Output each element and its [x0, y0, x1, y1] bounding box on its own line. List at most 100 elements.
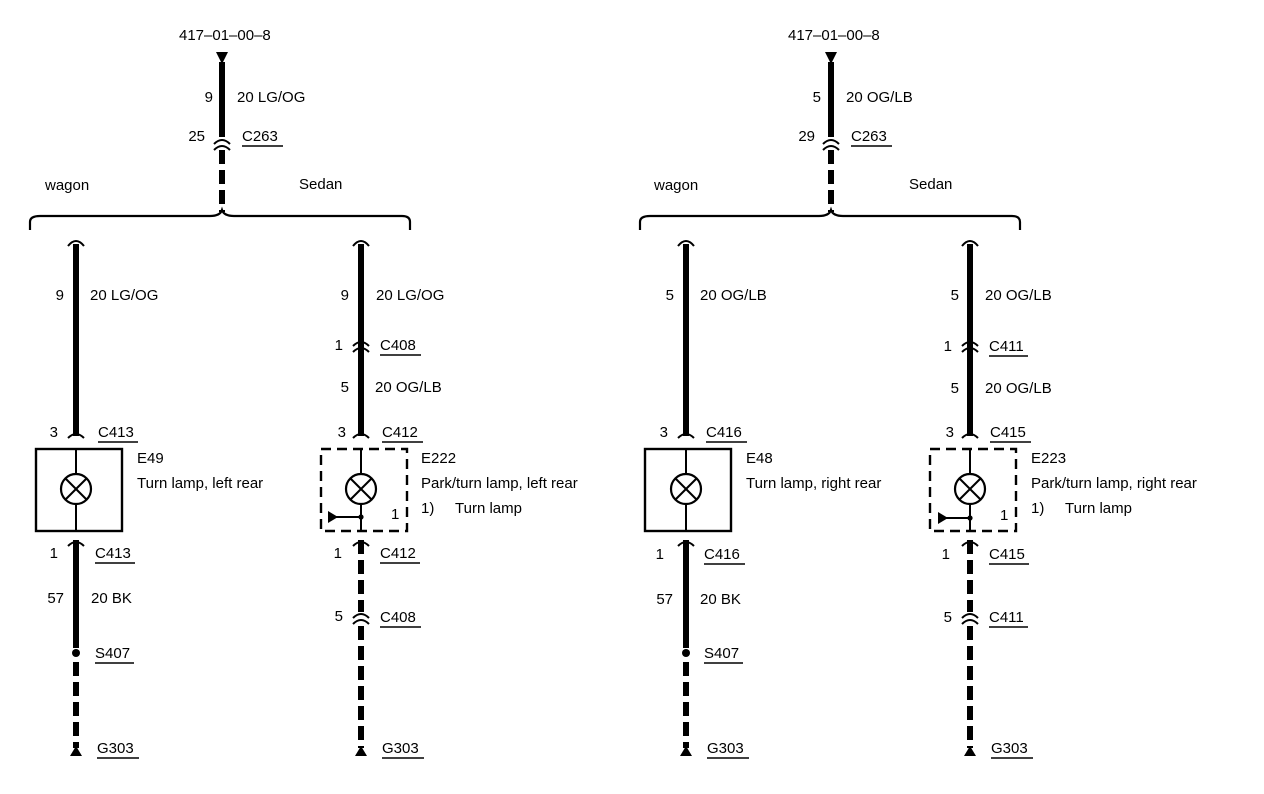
left-sedan-lamp-in-pin: 3 — [338, 424, 346, 441]
right-sedan-note-text: Turn lamp — [1065, 500, 1132, 517]
left-sedan-ground-symbol — [355, 746, 367, 756]
left-sedan-conn2-pin: 1 — [335, 337, 343, 354]
left-sedan-wire1-label: 20 LG/OG — [376, 287, 444, 304]
right-wagon-ground-symbol — [680, 746, 692, 756]
right-top-connector: C263 — [851, 128, 887, 145]
left-sedan-inner-pin: 1 — [391, 506, 399, 523]
right-wagon-ground: G303 — [707, 740, 744, 757]
left-wagon-lamp-icon — [59, 472, 93, 506]
right-top-conn-pin: 29 — [798, 128, 815, 145]
left-wagon-lamp-name: Turn lamp, left rear — [137, 475, 263, 492]
left-sedan-wire2-label: 20 OG/LB — [375, 379, 442, 396]
right-sedan-pin1: 5 — [951, 287, 959, 304]
left-source-ref: 417–01–00–8 — [179, 27, 271, 44]
left-sedan-pin1: 9 — [341, 287, 349, 304]
right-wagon-lamp-in-connector: C416 — [706, 424, 742, 441]
right-sedan-lamp-icon — [953, 472, 987, 506]
left-sedan-ground: G303 — [382, 740, 419, 757]
left-sedan-lamp-id: E222 — [421, 450, 456, 467]
right-source-arrow — [825, 52, 837, 64]
left-sedan-pin2: 5 — [341, 379, 349, 396]
right-sedan-lamp-id: E223 — [1031, 450, 1066, 467]
right-sedan-branch: 5 20 OG/LB 1 C411 5 20 OG/LB 3 C415 — [928, 240, 1197, 759]
right-top-connector-symbol — [822, 139, 840, 145]
left-wagon-lamp-out-connector: C413 — [95, 545, 131, 562]
left-sedan-lamp-out-pin: 1 — [334, 545, 342, 562]
right-wagon-lamp-id: E48 — [746, 450, 773, 467]
right-sedan-ground: G303 — [991, 740, 1028, 757]
left-top-conn-pin: 25 — [188, 128, 205, 145]
right-top-wire-label: 20 OG/LB — [846, 89, 913, 106]
right-wagon-branch: 5 20 OG/LB 3 C416 E48 Turn lamp, right r… — [643, 240, 881, 759]
left-sedan-branch: 9 20 LG/OG 1 C408 5 20 OG/LB 3 C412 — [319, 240, 578, 759]
right-wagon-wire1-label: 20 OG/LB — [700, 287, 767, 304]
right-wagon-label: wagon — [653, 177, 698, 194]
right-circuit: 417–01–00–8 5 20 OG/LB 29 C263 wagon Sed… — [638, 27, 1197, 759]
left-wagon-branch: 9 20 LG/OG 3 C413 E49 Turn lamp, left re… — [34, 240, 263, 759]
right-sedan-connector2: C411 — [989, 338, 1024, 355]
left-wagon-gnd-pin: 57 — [47, 590, 64, 607]
left-top-wire-label: 20 LG/OG — [237, 89, 305, 106]
right-sedan-wire2-label: 20 OG/LB — [985, 380, 1052, 397]
left-wagon-pin1: 9 — [56, 287, 64, 304]
right-sedan-note-number: 1) — [1031, 500, 1044, 517]
left-wagon-lamp-in-connector: C413 — [98, 424, 134, 441]
left-circuit: 417–01–00–8 9 20 LG/OG 25 C263 wagon Sed… — [28, 27, 578, 759]
left-wagon-splice: S407 — [95, 645, 130, 662]
right-sedan-conn2-pin: 1 — [944, 338, 952, 355]
right-sedan-conn3-pin: 5 — [944, 609, 952, 626]
right-wagon-lamp-in-pin: 3 — [660, 424, 668, 441]
left-sedan-connector3: C408 — [380, 609, 416, 626]
left-sedan-conn3-pin: 5 — [335, 608, 343, 625]
right-sedan-label: Sedan — [909, 176, 952, 193]
left-sedan-note-number: 1) — [421, 500, 434, 517]
left-branch-brace — [28, 206, 412, 230]
left-top-connector-symbol — [213, 139, 231, 145]
right-wagon-lamp-name: Turn lamp, right rear — [746, 475, 881, 492]
left-sedan-lamp-in-connector: C412 — [382, 424, 418, 441]
right-sedan-lamp-in-connector: C415 — [990, 424, 1026, 441]
left-wagon-gnd-wire-label: 20 BK — [91, 590, 132, 607]
left-wagon-connector-symbol — [67, 240, 85, 247]
right-wagon-splice: S407 — [704, 645, 739, 662]
left-sedan-inner-arrow — [328, 511, 338, 523]
left-sedan-lamp-out-connector: C412 — [380, 545, 416, 562]
right-wagon-lamp-icon — [669, 472, 703, 506]
right-sedan-lamp-in-pin: 3 — [946, 424, 954, 441]
left-sedan-connector2: C408 — [380, 337, 416, 354]
right-wagon-lamp-out-connector: C416 — [704, 546, 740, 563]
right-wagon-gnd-wire-label: 20 BK — [700, 591, 741, 608]
left-sedan-lamp-name: Park/turn lamp, left rear — [421, 475, 578, 492]
left-wagon-lamp-id: E49 — [137, 450, 164, 467]
right-wagon-gnd-pin: 57 — [656, 591, 673, 608]
right-top-pin: 5 — [813, 89, 821, 106]
left-sedan-lamp-icon — [344, 472, 378, 506]
left-source-arrow — [216, 52, 228, 64]
right-sedan-ground-symbol — [964, 746, 976, 756]
left-wagon-lamp-in-pin: 3 — [50, 424, 58, 441]
right-wagon-lamp-out-pin: 1 — [656, 546, 664, 563]
right-sedan-pin2: 5 — [951, 380, 959, 397]
right-sedan-connector3: C411 — [989, 609, 1024, 626]
left-wagon-splice-dot — [72, 649, 80, 657]
left-wagon-label: wagon — [44, 177, 89, 194]
left-wagon-ground-symbol — [70, 746, 82, 756]
right-sedan-inner-pin: 1 — [1000, 507, 1008, 524]
left-top-connector: C263 — [242, 128, 278, 145]
left-wagon-wire1-label: 20 LG/OG — [90, 287, 158, 304]
right-sedan-lamp-out-connector: C415 — [989, 546, 1025, 563]
right-wagon-pin1: 5 — [666, 287, 674, 304]
right-sedan-lamp-out-pin: 1 — [942, 546, 950, 563]
left-wagon-ground: G303 — [97, 740, 134, 757]
right-sedan-inner-arrow — [938, 512, 948, 524]
left-sedan-note-text: Turn lamp — [455, 500, 522, 517]
right-wagon-splice-dot — [682, 649, 690, 657]
left-sedan-label: Sedan — [299, 176, 342, 193]
right-sedan-wire1-label: 20 OG/LB — [985, 287, 1052, 304]
left-top-pin: 9 — [205, 89, 213, 106]
right-branch-brace — [638, 206, 1022, 230]
right-source-ref: 417–01–00–8 — [788, 27, 880, 44]
right-sedan-lamp-name: Park/turn lamp, right rear — [1031, 475, 1197, 492]
left-wagon-lamp-out-pin: 1 — [50, 545, 58, 562]
